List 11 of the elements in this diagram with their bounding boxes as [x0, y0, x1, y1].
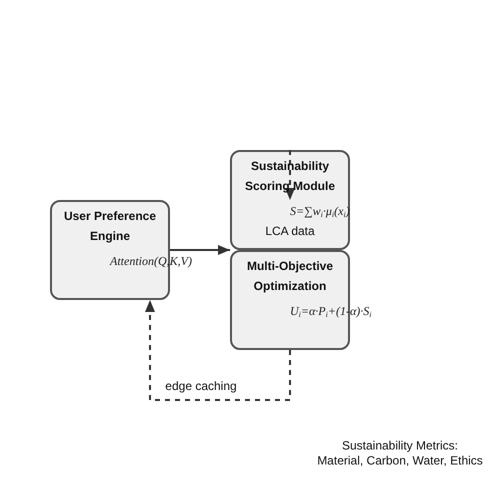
node-title: Multi-Objective Optimization: [246, 258, 334, 295]
arrow: [170, 245, 230, 255]
node-title: User Preference Engine: [62, 208, 158, 245]
metrics-note: Sustainability Metrics:: [342, 438, 458, 454]
node-title: Sustainability Scoring Module: [244, 158, 336, 195]
dashed-arrow: [145, 300, 291, 401]
process-box: [230, 150, 350, 250]
edge-label: edge caching: [164, 379, 238, 393]
dashed-arrow: [285, 150, 295, 200]
metrics-note: Material, Carbon, Water, Ethics: [317, 454, 483, 468]
edge-label: LCA data: [264, 224, 316, 238]
